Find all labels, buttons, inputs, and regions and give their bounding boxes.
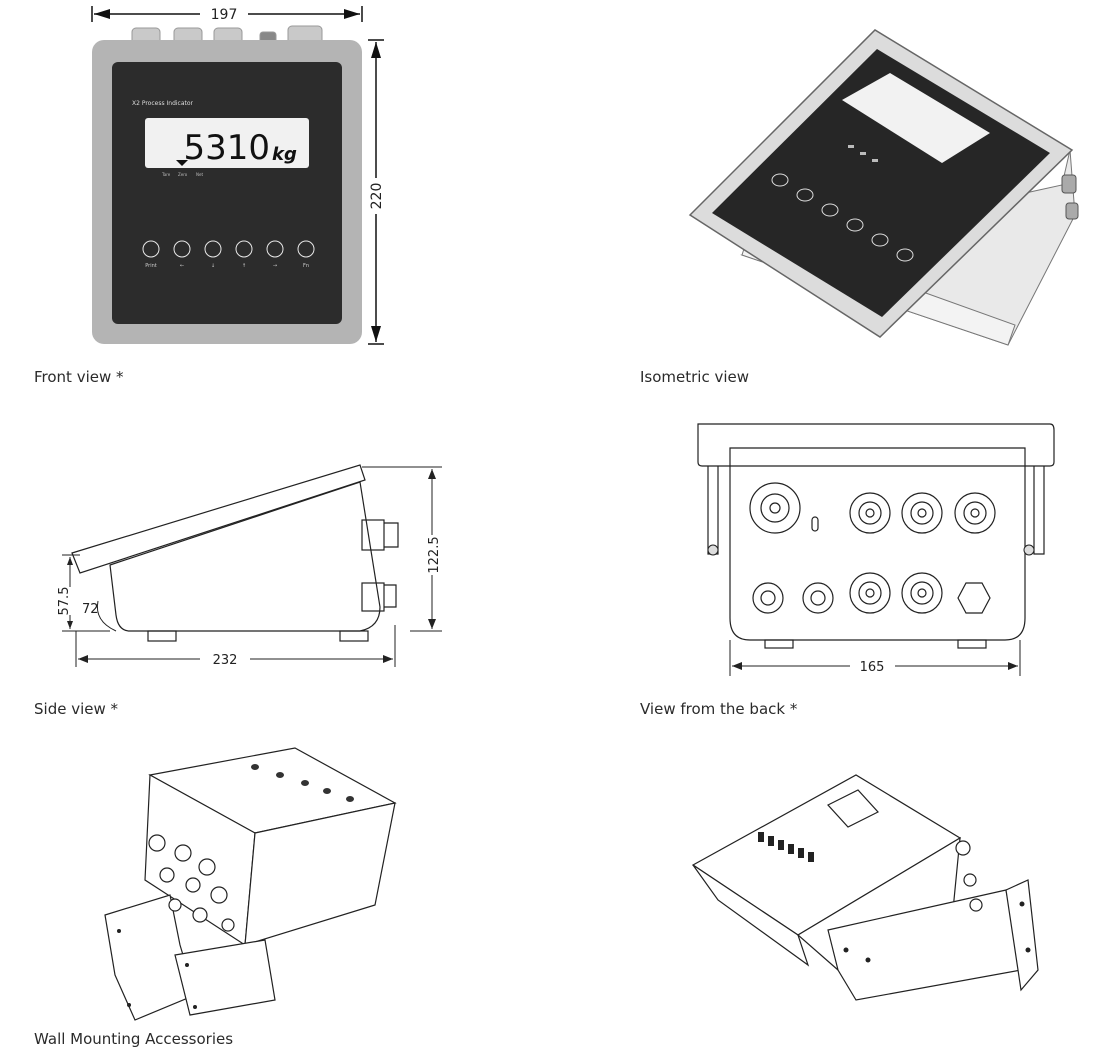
front-height-dimension	[62, 554, 110, 632]
cable-gland	[901, 572, 943, 614]
enclosure-lip	[692, 864, 810, 967]
cable-gland	[849, 572, 891, 614]
indicator-label-net: Net	[196, 172, 203, 177]
button-5[interactable]	[871, 233, 889, 247]
display-unit: kg	[272, 144, 297, 165]
wall-mount-right-panel	[688, 770, 1078, 1010]
back-view-caption: View from the back *	[640, 700, 798, 718]
button-label-function: Fn	[303, 263, 309, 269]
keypad	[771, 173, 914, 262]
indicator-label-tare: Tare	[161, 172, 171, 177]
indicator-label-zero: Zero	[178, 172, 188, 177]
wall-mount-left-drawing	[104, 747, 397, 1021]
wall-bracket-plate	[1005, 879, 1039, 992]
back-view-drawing: 165	[697, 423, 1055, 676]
back-enclosure	[697, 423, 1055, 649]
keypad-buttons	[758, 832, 814, 862]
wall-mount-right-drawing	[691, 774, 1039, 1001]
button-right[interactable]	[266, 240, 284, 258]
enclosure-front	[244, 802, 396, 946]
wall-bracket	[827, 889, 1022, 1001]
cable-gland	[901, 492, 943, 534]
button-2[interactable]	[796, 188, 814, 202]
angle-label: 72	[82, 602, 99, 617]
wall-bracket-plate	[174, 939, 276, 1016]
cable-glands	[749, 482, 996, 614]
button-label-up: ↑	[242, 263, 246, 269]
front-height-label: 57.5	[57, 587, 72, 616]
back-width-label: 165	[860, 660, 885, 675]
indicator-arrow-icon	[176, 160, 188, 166]
button-function[interactable]	[297, 240, 315, 258]
button-left[interactable]	[173, 240, 191, 258]
front-view-panel: 197 X2 Process Indicator 5310 kg Tare Ze…	[80, 0, 410, 350]
back-height-dimension	[362, 466, 442, 632]
wall-mount-caption: Wall Mounting Accessories	[34, 1030, 234, 1048]
side-view-panel: 122.5 57.5 72 232	[50, 455, 470, 685]
cable-gland	[849, 492, 891, 534]
button-label-down: ↓	[211, 263, 215, 269]
wall-mount-left-panel	[95, 745, 425, 1025]
height-dimension	[368, 39, 384, 345]
button-6[interactable]	[896, 248, 914, 262]
back-view-panel: 165	[690, 418, 1065, 680]
lcd-display	[827, 789, 879, 828]
rear-cable-glands	[1061, 174, 1079, 220]
button-3[interactable]	[821, 203, 839, 217]
brand-label: X2 Process Indicator	[132, 100, 194, 107]
button-print[interactable]	[142, 240, 160, 258]
side-view-drawing: 122.5 57.5 72 232	[57, 464, 442, 668]
keypad	[142, 240, 315, 258]
back-height-label: 122.5	[427, 536, 442, 573]
button-4[interactable]	[846, 218, 864, 232]
isometric-view-caption: Isometric view	[640, 368, 750, 386]
side-view-caption: Side view *	[34, 700, 119, 718]
back-width-dimension	[729, 640, 1021, 676]
lcd-display	[842, 73, 990, 163]
button-label-left: ←	[180, 263, 184, 269]
side-profile	[71, 464, 399, 642]
button-1[interactable]	[771, 173, 789, 187]
width-dimension	[91, 6, 363, 22]
keypad-buttons	[251, 764, 354, 802]
front-view-caption: Front view *	[34, 368, 124, 386]
cable-glands	[955, 840, 983, 912]
length-label: 232	[213, 653, 238, 668]
isometric-drawing	[688, 29, 1079, 346]
width-dimension-label: 197	[211, 7, 238, 23]
blanking-plug	[957, 582, 991, 614]
height-dimension-label: 220	[369, 183, 385, 210]
vent-plug	[811, 516, 819, 532]
cable-glands	[148, 834, 235, 932]
cable-gland	[954, 492, 996, 534]
lcd-display	[145, 118, 309, 168]
button-down[interactable]	[204, 240, 222, 258]
button-up[interactable]	[235, 240, 253, 258]
small-cable-gland	[752, 582, 784, 614]
isometric-view-panel	[670, 25, 1090, 360]
bracket-holes	[843, 901, 1031, 963]
small-cable-gland	[802, 582, 834, 614]
length-dimension	[75, 625, 396, 667]
bracket-screws	[707, 544, 1035, 556]
angle-arc	[96, 600, 117, 632]
display-value: 5310	[183, 128, 270, 168]
button-label-right: →	[273, 263, 277, 269]
large-cable-gland	[749, 482, 801, 534]
button-label-print: Print	[145, 263, 157, 269]
bracket-holes	[117, 929, 197, 1009]
front-view-drawing: 197 X2 Process Indicator 5310 kg Tare Ze…	[91, 6, 385, 345]
front-panel	[712, 49, 1050, 317]
